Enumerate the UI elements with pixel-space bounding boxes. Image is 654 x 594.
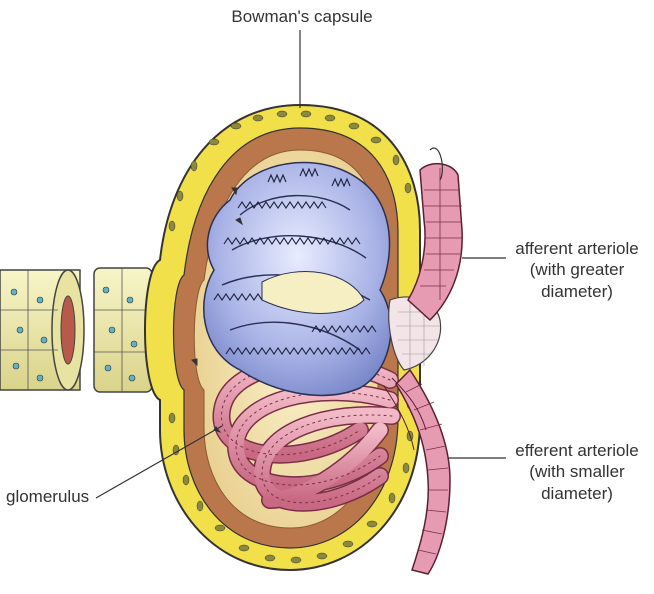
- label-bowmans-capsule-text: Bowman's capsule: [231, 7, 372, 26]
- label-bowmans-capsule: Bowman's capsule: [212, 6, 392, 27]
- glomerulus-blue-loops: [204, 163, 391, 396]
- label-afferent-line3: diameter): [504, 281, 650, 302]
- label-afferent-line2: (with greater: [504, 259, 650, 280]
- label-efferent-line2: (with smaller: [504, 461, 650, 482]
- label-glomerulus-text: glomerulus: [6, 487, 89, 506]
- label-glomerulus: glomerulus: [6, 486, 89, 507]
- label-afferent-line1: afferent arteriole: [504, 238, 650, 259]
- label-afferent-arteriole: afferent arteriole (with greater diamete…: [504, 238, 650, 302]
- tubule-neck: [94, 268, 152, 392]
- label-efferent-line3: diameter): [504, 483, 650, 504]
- label-efferent-line1: efferent arteriole: [504, 440, 650, 461]
- label-efferent-arteriole: efferent arteriole (with smaller diamete…: [504, 440, 650, 504]
- proximal-tubule: [0, 270, 84, 390]
